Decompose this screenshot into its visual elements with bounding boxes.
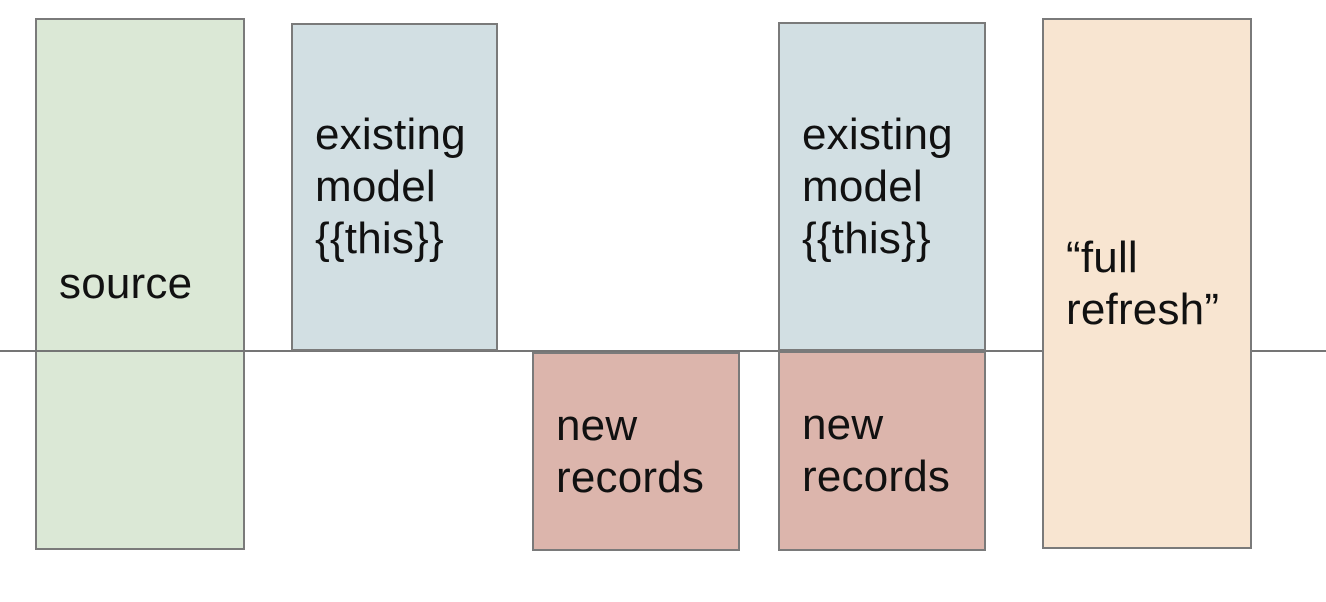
source-label-line: source [59,259,193,308]
timeline-divider-line [0,350,1326,352]
full-refresh-label-line: “full [1066,232,1138,282]
new-records-1-label-line: new [556,400,638,450]
source-box: source [35,18,245,550]
full-refresh-label-line: refresh” [1066,284,1220,334]
existing-model-1-label-line: existing [315,110,466,159]
new-records-2-label-line: new [802,400,884,449]
existing-model-2-label-line: existing [802,109,953,159]
new-records-2-label-line: records [802,452,951,501]
existing-model-1-label-line: {{this}} [315,214,444,263]
existing-model-2-label-line: model [802,161,923,211]
existing-model-2-label-line: {{this}} [802,213,931,263]
existing-model-1-label-line: model [315,162,436,211]
new-records-1-label-line: records [556,452,705,502]
